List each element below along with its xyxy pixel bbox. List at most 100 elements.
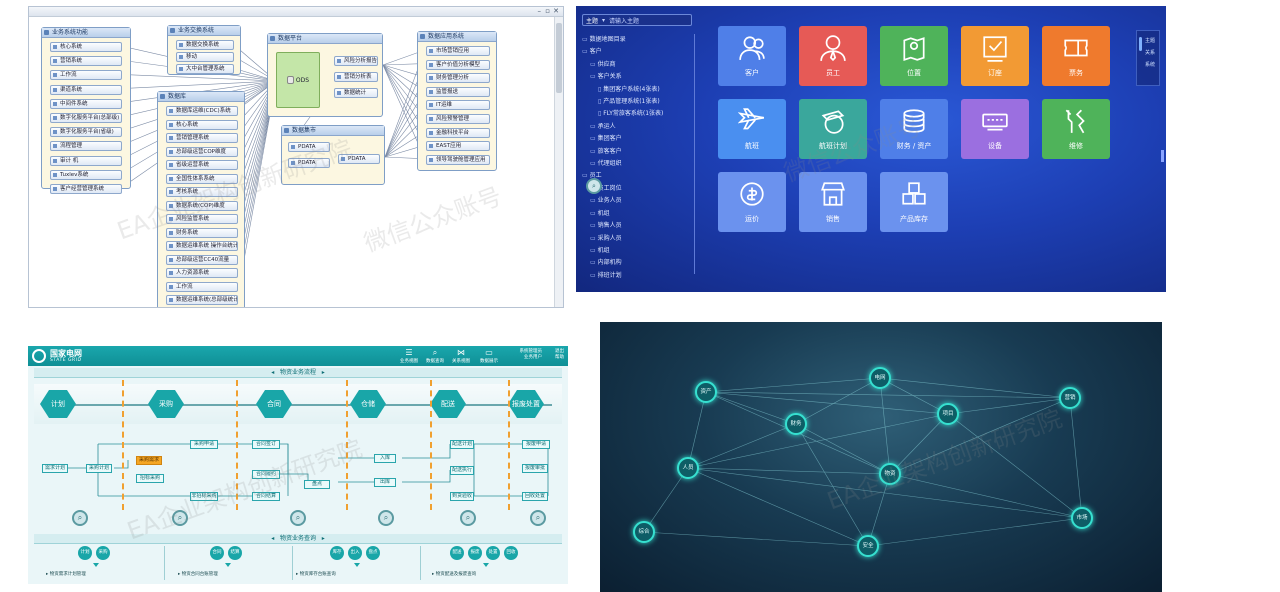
- diagram-node[interactable]: 风险分析报告: [334, 56, 378, 66]
- diagram-node[interactable]: 数据系统(COP)维度: [166, 200, 238, 211]
- diagram-node[interactable]: 市场营销应用: [426, 46, 490, 56]
- diagram-node[interactable]: 营销管理系统: [166, 133, 238, 143]
- tree-item[interactable]: 代理组织: [582, 158, 692, 170]
- nav-item-relation[interactable]: 关系: [1145, 50, 1156, 56]
- network-node[interactable]: 人员: [677, 457, 699, 479]
- process-box[interactable]: 出库: [374, 478, 396, 487]
- tree-item[interactable]: 销售人员: [582, 220, 692, 232]
- process-box[interactable]: 需求计划: [42, 464, 68, 473]
- diagram-node[interactable]: 客户经营管理系统: [50, 184, 122, 194]
- diagram-node[interactable]: 客户价值分析模型: [426, 59, 490, 70]
- diagram-node[interactable]: 总部级运营COP维度: [166, 146, 238, 157]
- query-circle[interactable]: 采购: [96, 546, 110, 560]
- query-circle[interactable]: 合同: [210, 546, 224, 560]
- diagram-node[interactable]: 金融科技平台: [426, 127, 490, 138]
- diagram-node[interactable]: 工作流: [166, 281, 238, 292]
- process-box[interactable]: 报废申请: [522, 440, 550, 449]
- tile-device[interactable]: 设备: [961, 99, 1029, 159]
- query-circle[interactable]: 结算: [228, 546, 242, 560]
- toolbar-business-view[interactable]: ☰业务视图: [400, 348, 418, 364]
- network-node[interactable]: 综合: [633, 521, 655, 543]
- toolbar-data-query[interactable]: ⌕数据查询: [426, 348, 444, 364]
- tree-item[interactable]: 集团客户系统(4张表): [582, 84, 692, 96]
- diagram-node[interactable]: 监管报送: [426, 86, 490, 97]
- tree-item[interactable]: 客户关系: [582, 71, 692, 83]
- network-node[interactable]: 物资: [879, 463, 901, 485]
- tile-location[interactable]: 位置: [880, 26, 948, 86]
- tree-item[interactable]: FLY常旅客系统(1张表): [582, 108, 692, 120]
- diagram-node[interactable]: 考核系统: [166, 187, 238, 197]
- network-node[interactable]: 财务: [785, 413, 807, 435]
- chevron-right-icon[interactable]: ▸: [321, 369, 325, 376]
- network-node[interactable]: 营销: [1059, 387, 1081, 409]
- diagram-node[interactable]: 核心系统: [166, 119, 238, 130]
- process-box[interactable]: 招标采购: [136, 474, 164, 483]
- group-exchange-systems[interactable]: 业务交换系统 数据交换系统移动大中台管理系统: [167, 25, 241, 75]
- network-node[interactable]: 市场: [1071, 507, 1093, 529]
- query-circle[interactable]: 盘点: [366, 546, 380, 560]
- process-box[interactable]: 合同结算: [252, 492, 280, 501]
- query-circle[interactable]: 计划: [78, 546, 92, 560]
- diagram-node[interactable]: 数字化服务平台(总部级): [50, 113, 122, 123]
- scroll-thumb[interactable]: [556, 23, 562, 93]
- tile-flight-plan[interactable]: 航班计划: [799, 99, 867, 159]
- network-node[interactable]: 安全: [857, 535, 879, 557]
- diagram-node[interactable]: PDATA: [338, 154, 380, 164]
- diagram-node[interactable]: 领导驾驶舱管理应用: [426, 154, 490, 165]
- chevron-left-icon[interactable]: ◂: [271, 535, 275, 542]
- tile-employee[interactable]: 员工: [799, 26, 867, 86]
- network-node[interactable]: 电网: [869, 367, 891, 389]
- side-scroll-handle[interactable]: [1161, 150, 1164, 162]
- close-icon[interactable]: ✕: [553, 7, 559, 15]
- tree-item[interactable]: 机组: [582, 245, 692, 257]
- search-magnifier-icon[interactable]: ⌕: [460, 510, 476, 526]
- ods-node[interactable]: ODS: [276, 52, 320, 108]
- vertical-scrollbar[interactable]: [554, 17, 563, 307]
- diagram-node[interactable]: 大中台管理系统: [176, 64, 234, 74]
- query-circle[interactable]: 配送: [450, 546, 464, 560]
- tile-repair[interactable]: 维修: [1042, 99, 1110, 159]
- diagram-node[interactable]: Tuxlev系统: [50, 169, 122, 180]
- process-box[interactable]: 非招标采购: [190, 492, 218, 501]
- query-link[interactable]: ▸ 物资需求计划管理: [46, 572, 86, 577]
- tree-item[interactable]: 旅客客户: [582, 146, 692, 158]
- tree-item[interactable]: 集团客户: [582, 133, 692, 145]
- nav-item-system[interactable]: 系统: [1145, 62, 1156, 68]
- process-box[interactable]: 合同签订: [252, 440, 280, 449]
- query-link[interactable]: ▸ 物资合同台账管理: [178, 572, 218, 577]
- search-scope-select[interactable]: 主题: [586, 17, 599, 25]
- tile-finance[interactable]: 财务 / 资产: [880, 99, 948, 159]
- diagram-node[interactable]: PDATA: [288, 158, 330, 168]
- tile-shop[interactable]: 销售: [799, 172, 867, 232]
- diagram-node[interactable]: PDATA: [288, 142, 330, 152]
- network-node[interactable]: 项目: [937, 403, 959, 425]
- diagram-node[interactable]: 财务系统: [166, 227, 238, 238]
- process-box[interactable]: 采购计划: [86, 464, 112, 473]
- diagram-node[interactable]: 审计 机: [50, 155, 122, 166]
- tree-item[interactable]: 员工岗位: [582, 183, 692, 195]
- diagram-node[interactable]: 流程管理: [50, 141, 122, 152]
- search-bar[interactable]: 主题 ▾ 请输入主题 ⌕: [582, 14, 692, 194]
- group-database[interactable]: 数据库 数据库运维(CDC)系统核心系统营销管理系统总部级运营COP维度省级运营…: [157, 91, 245, 307]
- tile-fare[interactable]: 运价: [718, 172, 786, 232]
- tile-ticket[interactable]: 票务: [1042, 26, 1110, 86]
- query-circle[interactable]: 库存: [330, 546, 344, 560]
- tile-customer[interactable]: 客户: [718, 26, 786, 86]
- diagram-node[interactable]: 数据运维系统 操作台统计: [166, 241, 238, 251]
- diagram-node[interactable]: 数据交换系统: [176, 40, 234, 50]
- tree-item[interactable]: 供应商: [582, 59, 692, 71]
- process-box[interactable]: 到货验收: [450, 492, 474, 501]
- tree-item[interactable]: 内部机构: [582, 257, 692, 269]
- process-box[interactable]: 配送执行: [450, 466, 474, 475]
- process-box[interactable]: 回收处置: [522, 492, 548, 501]
- tree-item[interactable]: 采购人员: [582, 233, 692, 245]
- help-link[interactable]: 帮助: [555, 355, 564, 360]
- tree-item[interactable]: 机组: [582, 208, 692, 220]
- diagram-node[interactable]: IT运维: [426, 100, 490, 111]
- toolbar-relation-view[interactable]: ⋈关系视图: [452, 348, 470, 364]
- query-circle[interactable]: 报废: [468, 546, 482, 560]
- tree-root[interactable]: 数据地图目录: [582, 34, 692, 46]
- search-magnifier-icon[interactable]: ⌕: [530, 510, 546, 526]
- group-data-platform[interactable]: 数据平台 ODS 风险分析报告营销分析表数据统计: [267, 33, 383, 117]
